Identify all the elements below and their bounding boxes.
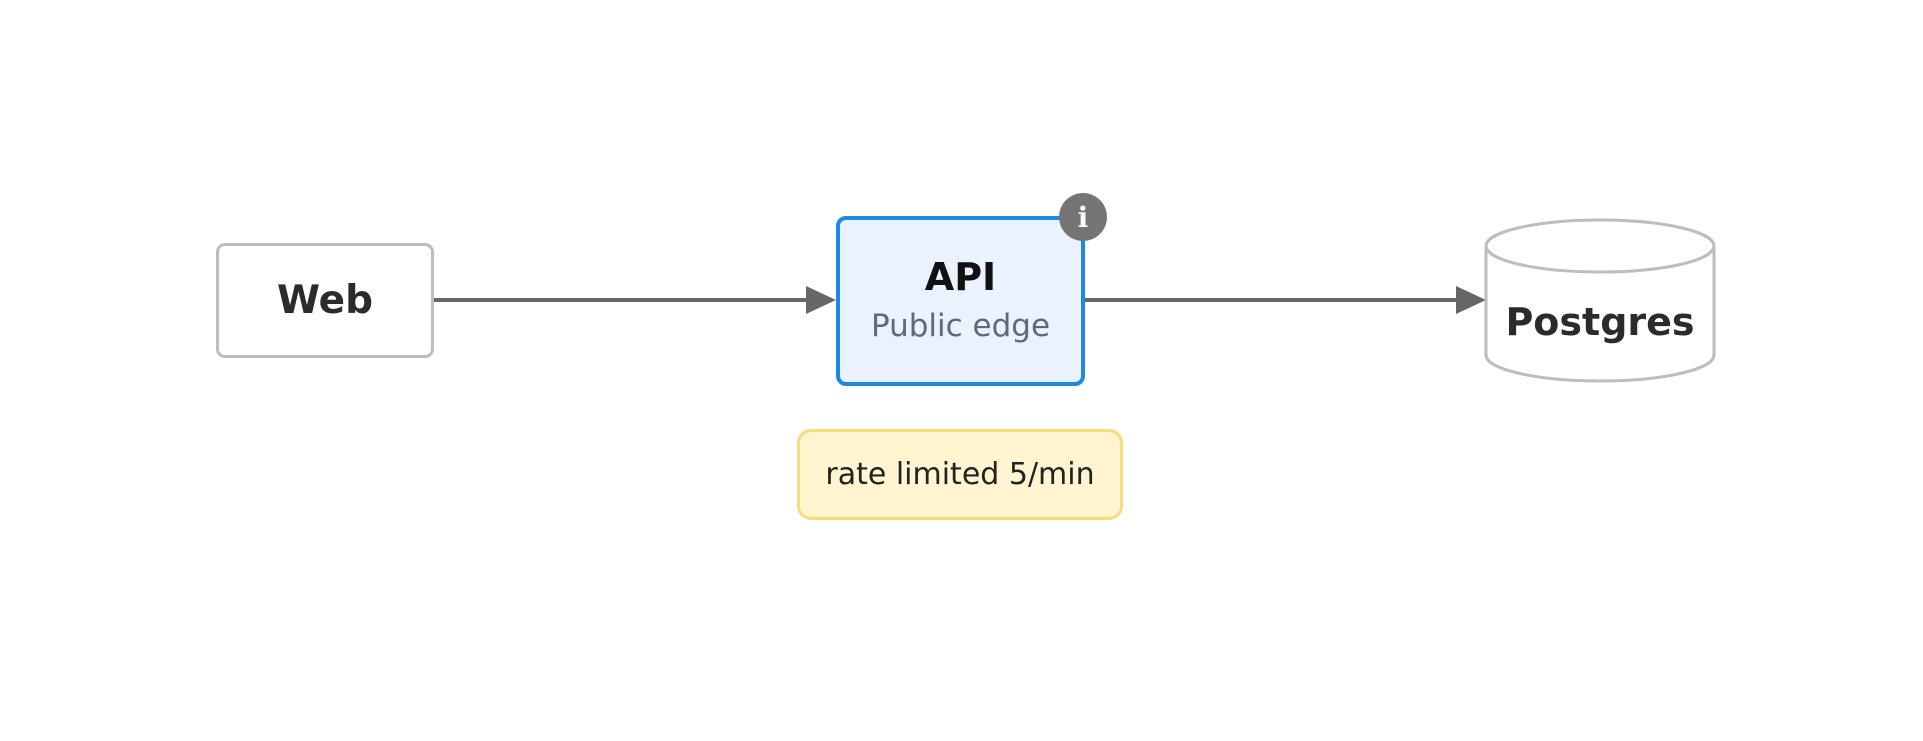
edge-api-to-db-arrowhead (1456, 286, 1486, 314)
rate-limit-note-text: rate limited 5/min (825, 457, 1095, 492)
web-node-label: Web (277, 278, 373, 323)
web-node[interactable]: Web (216, 243, 434, 358)
api-node-label: API (924, 255, 997, 299)
postgres-node-label: Postgres (1505, 300, 1695, 344)
edge-web-to-api-arrowhead (806, 286, 836, 314)
info-icon-glyph: i (1077, 200, 1089, 234)
postgres-node-shape[interactable] (1484, 218, 1716, 383)
api-node-sublabel: Public edge (870, 308, 1051, 344)
info-icon[interactable]: i (1059, 193, 1107, 241)
rate-limit-note: rate limited 5/min (797, 429, 1123, 520)
api-node[interactable]: API Public edge (836, 216, 1085, 386)
